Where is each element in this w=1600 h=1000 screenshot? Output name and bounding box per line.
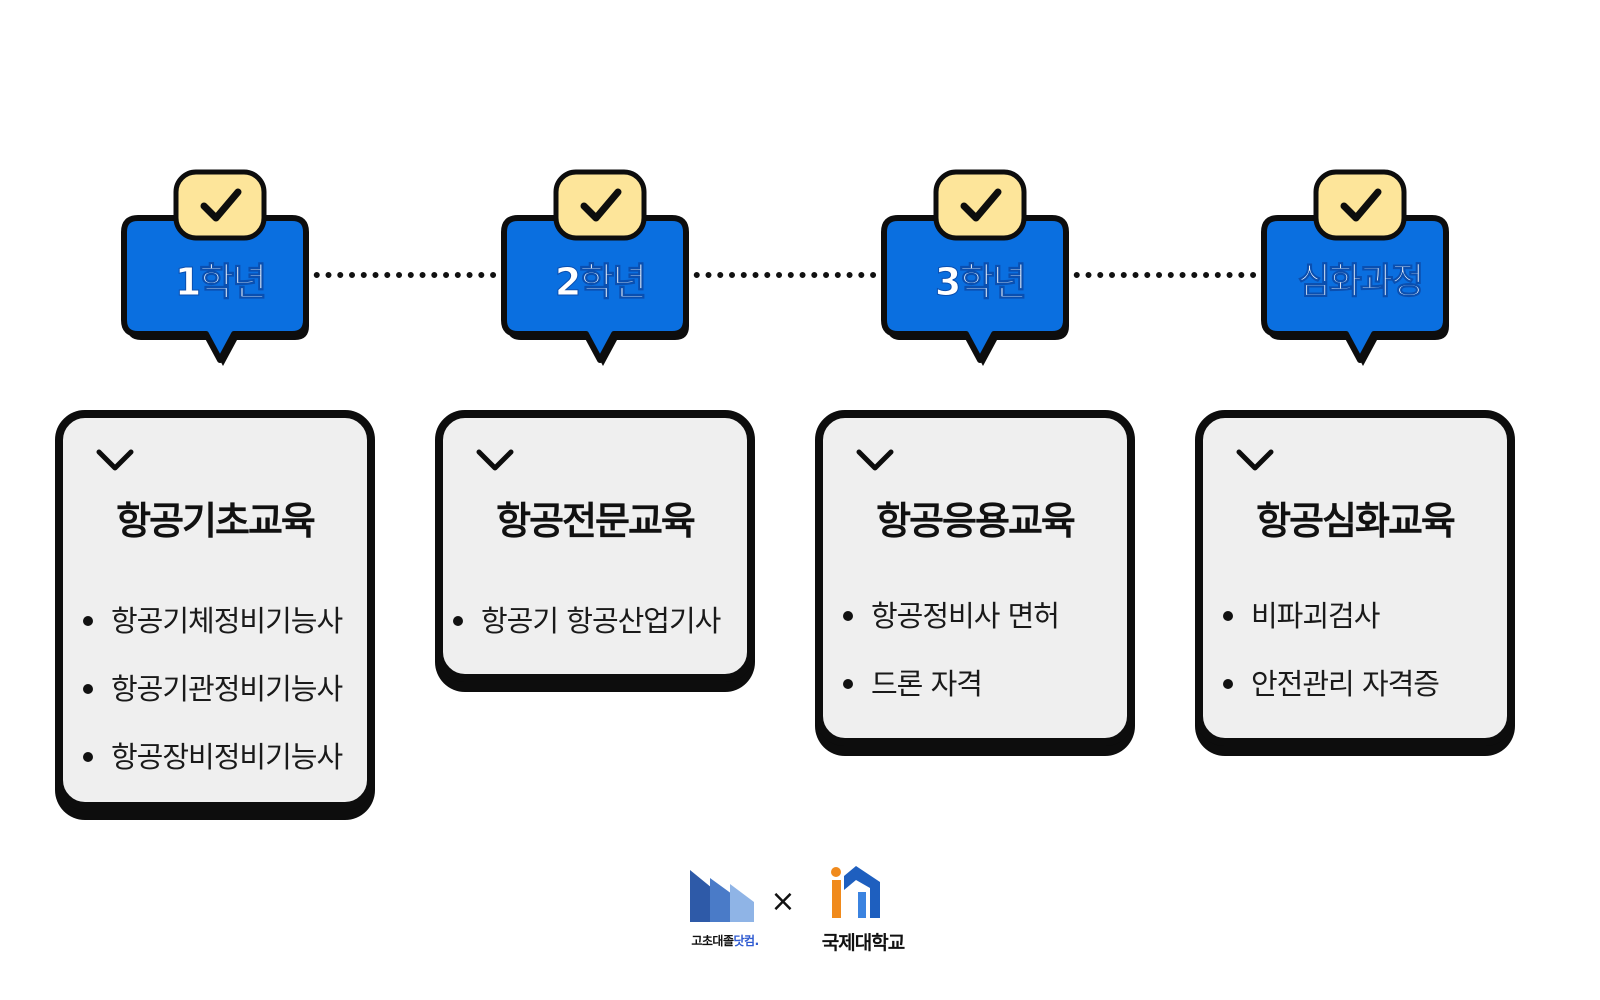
bullet-icon — [1223, 679, 1233, 689]
list-item: 안전관리 자격증 — [1223, 666, 1497, 734]
stage-label: 1학년 — [174, 260, 267, 305]
chevron-down-icon — [856, 449, 894, 471]
list-item-text: 항공장비정비기능사 — [111, 740, 343, 774]
stage-column-2: 2학년 항공전문교육 항공기 항공산업기사 — [430, 0, 770, 1000]
connector-line-2-3 — [682, 272, 888, 278]
partner-logos: 고초대졸닷컴. × 국제대학교 — [680, 862, 940, 954]
speech-bubble — [501, 169, 689, 366]
list-item-text: 드론 자격 — [871, 667, 983, 701]
stage-label: 2학년 — [554, 260, 647, 305]
list-item-text: 항공기체정비기능사 — [111, 604, 343, 638]
stage-label: 심화과정 — [1297, 261, 1424, 303]
stage-column-1: 1학년 항공기초교육 항공기체정비기능사 항공기관정비기능사 항공장비정비기능사 — [50, 0, 390, 1000]
stage-card: 항공기초교육 항공기체정비기능사 항공기관정비기능사 항공장비정비기능사 — [55, 410, 375, 810]
stage-card: 항공심화교육 비파괴검사 안전관리 자격증 — [1195, 410, 1515, 746]
stage-card: 항공응용교육 항공정비사 면허 드론 자격 — [815, 410, 1135, 746]
list-item-text: 비파괴검사 — [1251, 599, 1380, 633]
list-item-text: 안전관리 자격증 — [1251, 667, 1440, 701]
certification-list: 항공정비사 면허 드론 자격 — [843, 598, 1117, 734]
collaboration-separator: × — [770, 884, 796, 919]
chevron-down-icon — [1236, 449, 1274, 471]
chevron-down-icon — [476, 449, 514, 471]
speech-bubble — [1261, 169, 1449, 366]
card-title: 항공기초교육 — [116, 499, 316, 543]
stage-card: 항공전문교육 항공기 항공산업기사 — [435, 410, 755, 682]
bullet-icon — [83, 616, 93, 626]
chevron-down-icon — [96, 449, 134, 471]
card-title: 항공응용교육 — [876, 499, 1076, 543]
certification-list: 비파괴검사 안전관리 자격증 — [1223, 598, 1497, 734]
kookje-university-logo-icon — [831, 866, 880, 918]
checkmark-icon — [553, 169, 647, 241]
list-item: 항공기체정비기능사 — [83, 603, 357, 671]
list-item: 항공장비정비기능사 — [83, 739, 357, 807]
certification-list: 항공기체정비기능사 항공기관정비기능사 항공장비정비기능사 — [83, 603, 357, 807]
gochodaejol-logo-text: 고초대졸닷컴. — [691, 934, 759, 948]
card-title: 항공심화교육 — [1256, 499, 1456, 543]
certification-list: 항공기 항공산업기사 — [453, 603, 737, 671]
card-title: 항공전문교육 — [496, 499, 696, 543]
speech-bubble — [121, 169, 309, 366]
bullet-icon — [843, 679, 853, 689]
stage-column-3: 3학년 항공응용교육 항공정비사 면허 드론 자격 — [810, 0, 1150, 1000]
stage-label: 3학년 — [934, 260, 1027, 305]
list-item: 항공정비사 면허 — [843, 598, 1117, 666]
bullet-icon — [453, 616, 463, 626]
list-item: 비파괴검사 — [1223, 598, 1497, 666]
connector-line-1-2 — [302, 272, 508, 278]
checkmark-icon — [1313, 169, 1407, 241]
connector-line-3-4 — [1062, 272, 1268, 278]
list-item: 드론 자격 — [843, 666, 1117, 734]
stage-column-4: 심화과정 항공심화교육 비파괴검사 안전관리 자격증 — [1190, 0, 1530, 1000]
checkmark-icon — [933, 169, 1027, 241]
list-item-text: 항공기관정비기능사 — [111, 672, 343, 706]
bullet-icon — [843, 611, 853, 621]
speech-bubble — [881, 169, 1069, 366]
list-item: 항공기 항공산업기사 — [453, 603, 737, 671]
bullet-icon — [83, 752, 93, 762]
list-item: 항공기관정비기능사 — [83, 671, 357, 739]
list-item-text: 항공기 항공산업기사 — [481, 604, 721, 638]
checkmark-icon — [173, 169, 267, 241]
kookje-university-logo-text: 국제대학교 — [821, 932, 905, 954]
bullet-icon — [1223, 611, 1233, 621]
list-item-text: 항공정비사 면허 — [871, 599, 1060, 633]
bullet-icon — [83, 684, 93, 694]
gochodaejol-logo-icon — [690, 870, 754, 922]
